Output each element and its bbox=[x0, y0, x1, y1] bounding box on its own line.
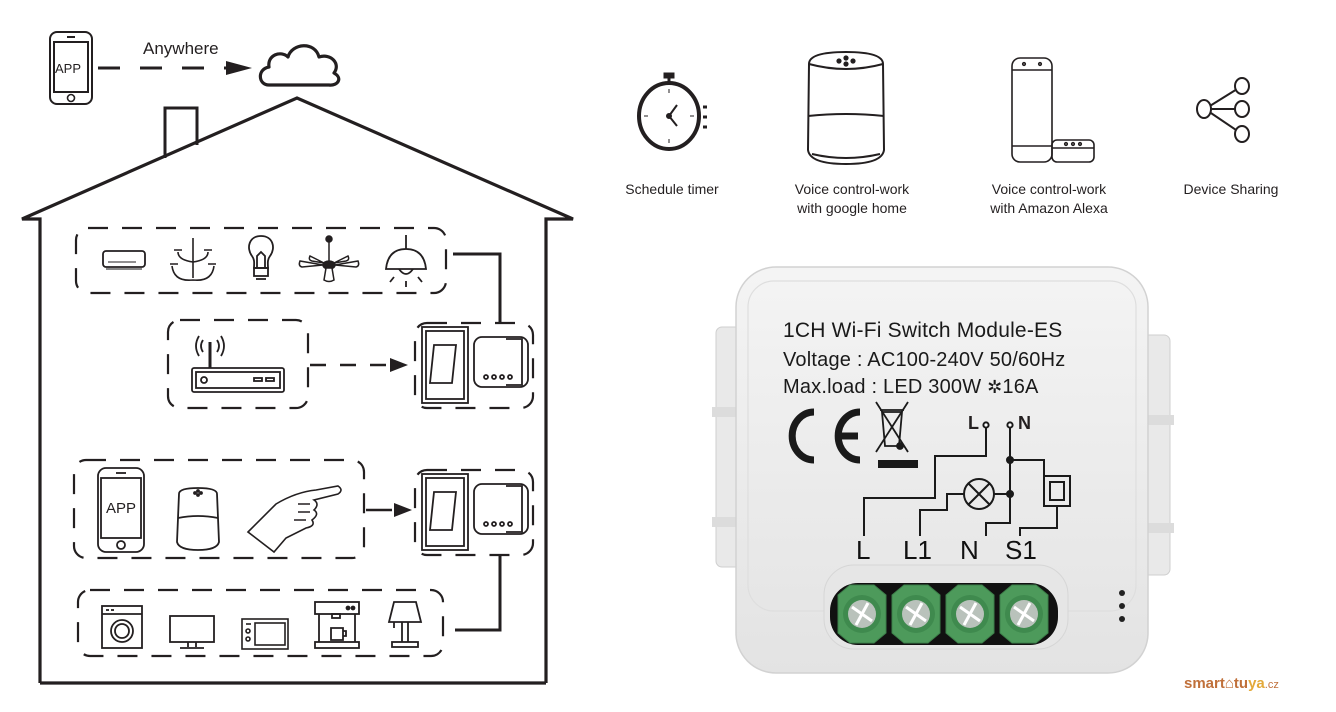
smart-speaker-icon bbox=[176, 487, 220, 551]
google-home-icon bbox=[806, 50, 886, 166]
share-icon bbox=[1196, 77, 1250, 143]
coffee-machine-icon bbox=[314, 601, 360, 649]
input-label-neutral: N bbox=[1018, 413, 1031, 433]
cloud-icon bbox=[258, 44, 341, 87]
terminal-label-n: N bbox=[960, 535, 979, 565]
wall-switch-module-icon bbox=[421, 326, 529, 404]
module-max-load: Max.load : LED 300W ✲16A bbox=[783, 376, 1039, 398]
house-outline bbox=[21, 96, 574, 685]
terminal-screw[interactable] bbox=[891, 584, 941, 644]
table-lamp-icon bbox=[387, 601, 423, 648]
module-voltage: Voltage : AC100-240V 50/60Hz bbox=[783, 349, 1066, 371]
terminal-label-s1: S1 bbox=[1005, 535, 1037, 565]
amazon-alexa-icon bbox=[1011, 57, 1095, 163]
module-body bbox=[712, 266, 1174, 674]
microwave-icon bbox=[241, 618, 289, 650]
ce-mark-icon bbox=[788, 408, 861, 464]
module-title: 1CH Wi-Fi Switch Module-ES bbox=[783, 319, 1063, 342]
phone-app-label: APP bbox=[55, 61, 82, 76]
terminal-block bbox=[837, 584, 1049, 644]
control-app-label: APP bbox=[106, 500, 137, 517]
feature-label-google-home: Voice control-work with google home bbox=[794, 181, 910, 216]
pointing-hand-icon bbox=[246, 485, 342, 554]
input-label-live: L bbox=[968, 413, 979, 433]
television-icon bbox=[169, 615, 215, 649]
weee-icon bbox=[875, 401, 918, 468]
wiring-schematic bbox=[863, 421, 1071, 536]
terminal-screw[interactable] bbox=[837, 584, 887, 644]
terminal-label-l: L bbox=[856, 535, 871, 565]
feature-label-device-sharing: Device Sharing bbox=[1183, 181, 1279, 197]
wifi-router-icon bbox=[191, 335, 285, 393]
module-markings bbox=[788, 401, 1071, 536]
wall-switch-module-icon bbox=[421, 473, 529, 551]
dashed-arrow bbox=[98, 61, 252, 75]
stopwatch-icon bbox=[637, 72, 707, 151]
chandelier-icon bbox=[170, 238, 216, 282]
feature-label-schedule-timer: Schedule timer bbox=[625, 181, 719, 197]
group-boxes bbox=[72, 226, 535, 658]
pendant-lamp-icon bbox=[385, 235, 427, 287]
phone-icon bbox=[49, 31, 93, 105]
air-conditioner-icon bbox=[102, 250, 146, 270]
terminal-screw[interactable] bbox=[945, 584, 995, 644]
brand-watermark: smart⌂tuya.cz bbox=[1184, 675, 1279, 692]
feature-label-amazon-alexa: Voice control-work with Amazon Alexa bbox=[990, 181, 1108, 216]
terminal-label-l1: L1 bbox=[903, 535, 932, 565]
washing-machine-icon bbox=[101, 605, 143, 649]
light-bulb-icon bbox=[248, 235, 274, 280]
ceiling-fan-icon bbox=[298, 235, 360, 283]
anywhere-label: Anywhere bbox=[143, 39, 219, 58]
terminal-screw[interactable] bbox=[999, 584, 1049, 644]
house-logo-icon: ⌂ bbox=[1224, 675, 1234, 692]
smartphone-app-icon bbox=[97, 467, 145, 553]
resistive-load-icon: ✲ bbox=[987, 377, 1003, 397]
